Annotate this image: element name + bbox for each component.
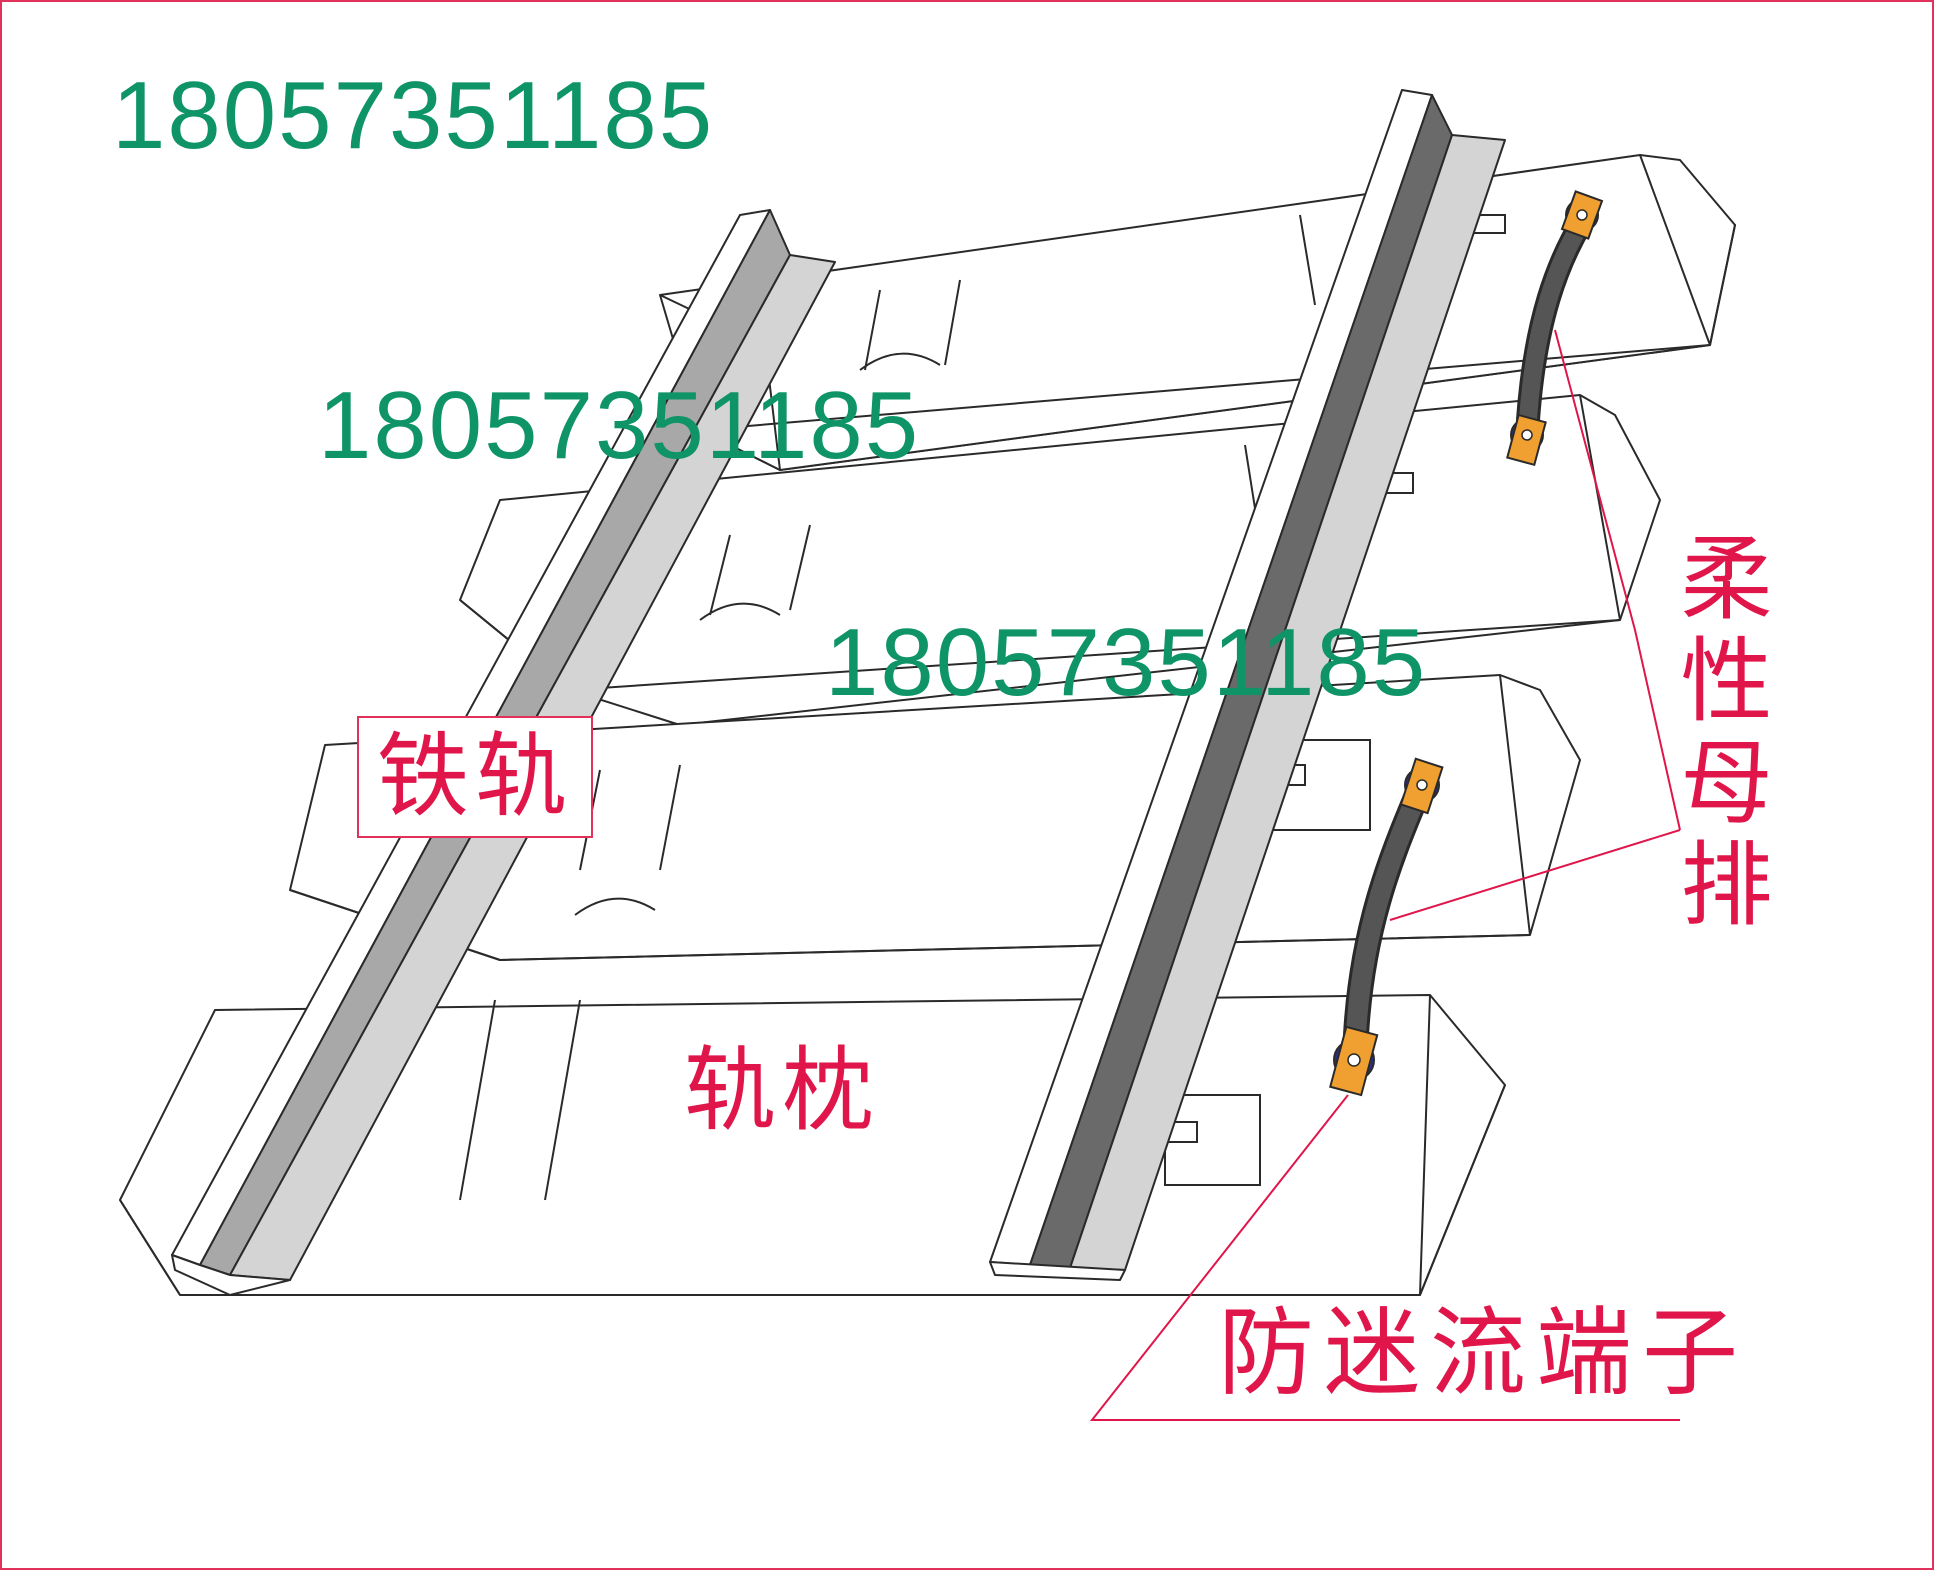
terminal-leader-line bbox=[1089, 1094, 1680, 1421]
anti-stray-terminal-label: 防迷流端子 bbox=[1218, 1297, 1748, 1409]
busbar-leader-line bbox=[1554, 329, 1681, 831]
rail-label: 铁轨 bbox=[357, 716, 593, 838]
flexible-busbar-upper bbox=[1506, 190, 1604, 467]
phone-watermark: 18057351185 bbox=[112, 62, 715, 169]
sleeper-label: 轨枕 bbox=[684, 1037, 881, 1144]
flexible-busbar-lower bbox=[1329, 757, 1444, 1097]
phone-watermark: 18057351185 bbox=[318, 372, 921, 479]
rail-right bbox=[989, 89, 1506, 1281]
phone-watermark: 18057351185 bbox=[825, 609, 1428, 716]
busbar-leader-line bbox=[1389, 829, 1681, 921]
flexible-busbar-label: 柔性母排 bbox=[1665, 530, 1772, 938]
